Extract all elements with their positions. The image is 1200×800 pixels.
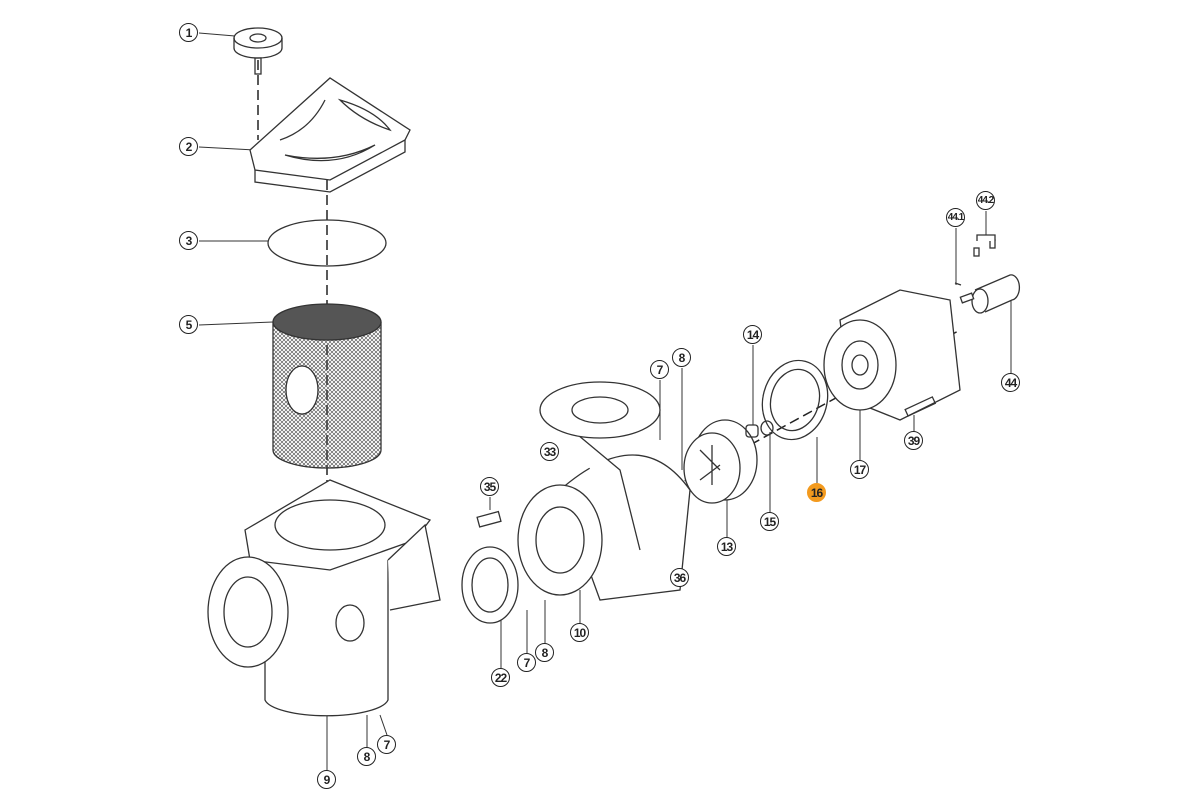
callout-44-2[interactable]: 44.2 [976, 191, 995, 210]
callout-8[interactable]: 8 [357, 747, 376, 766]
callout-5[interactable]: 5 [179, 315, 198, 334]
callout-1[interactable]: 1 [179, 23, 198, 42]
callout-15[interactable]: 15 [760, 512, 779, 531]
part-shaft-coupling [954, 234, 1020, 314]
part-gasket-22 [461, 546, 519, 624]
part-bracket [823, 289, 961, 421]
part-o-ring [267, 219, 387, 267]
callout-7[interactable]: 7 [377, 735, 396, 754]
callout-44-1[interactable]: 44.1 [946, 208, 965, 227]
callout-44[interactable]: 44 [1001, 373, 1020, 392]
part-knob [233, 27, 283, 75]
part-14 [745, 424, 759, 438]
callout-33[interactable]: 33 [540, 442, 559, 461]
callout-13[interactable]: 13 [717, 537, 736, 556]
callout-9[interactable]: 9 [317, 770, 336, 789]
part-strainer-housing [207, 479, 441, 717]
callout-36[interactable]: 36 [670, 568, 689, 587]
callout-16-highlighted[interactable]: 16 [807, 483, 826, 502]
part-pump-casing [517, 381, 691, 601]
callout-8[interactable]: 8 [672, 348, 691, 367]
callout-35[interactable]: 35 [480, 477, 499, 496]
part-15 [760, 420, 774, 436]
callout-3[interactable]: 3 [179, 231, 198, 250]
callout-22[interactable]: 22 [491, 668, 510, 687]
callout-7[interactable]: 7 [650, 360, 669, 379]
callout-10[interactable]: 10 [570, 623, 589, 642]
callout-17[interactable]: 17 [850, 460, 869, 479]
part-bolt-35 [476, 510, 502, 528]
part-bolt-39 [904, 396, 937, 417]
callout-2[interactable]: 2 [179, 137, 198, 156]
callout-8[interactable]: 8 [535, 643, 554, 662]
callout-14[interactable]: 14 [743, 325, 762, 344]
part-strainer-basket [272, 303, 382, 469]
callout-39[interactable]: 39 [904, 431, 923, 450]
part-gasket-16 [761, 359, 829, 441]
part-impeller [683, 419, 758, 504]
callout-7[interactable]: 7 [517, 653, 536, 672]
part-lid [249, 77, 411, 193]
